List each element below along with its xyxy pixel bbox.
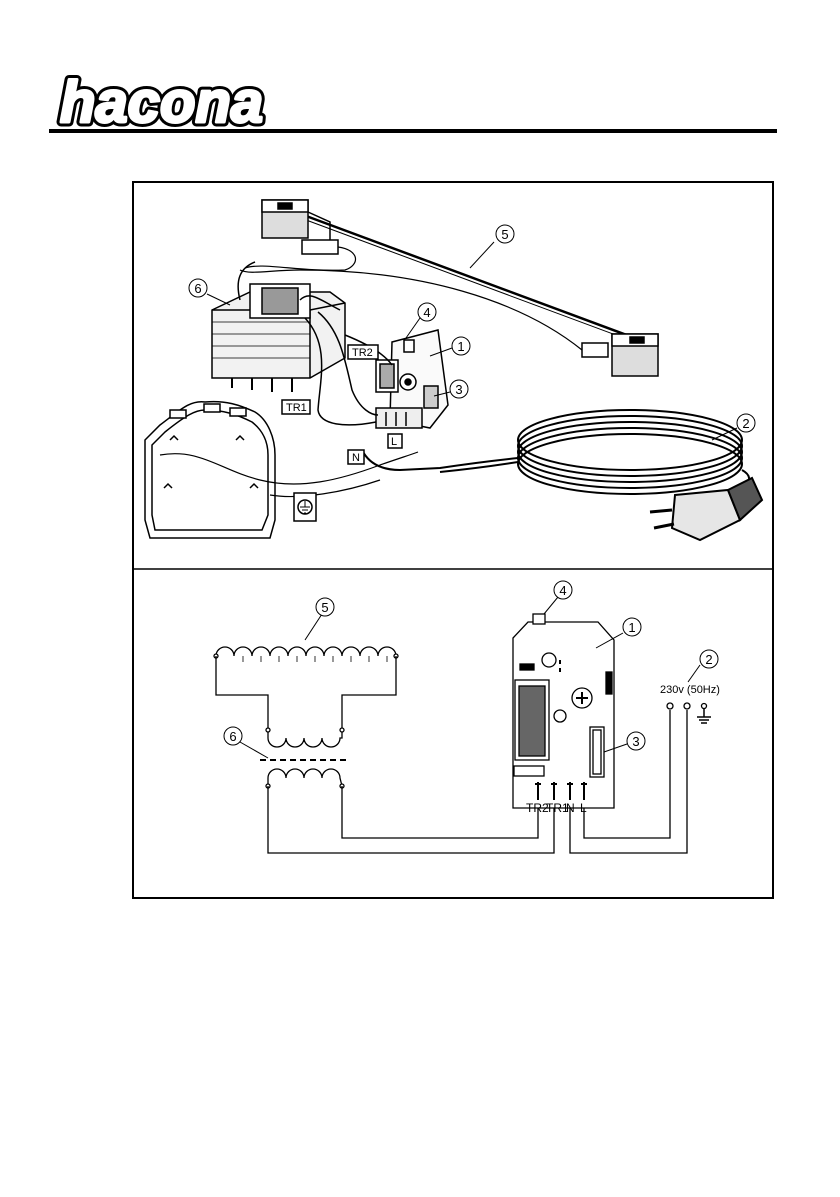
wire-tag-n: N — [348, 450, 364, 464]
supply-terminal-l — [667, 703, 673, 709]
wire-tag-l: L — [388, 434, 402, 448]
wire-tag-tr2: TR2 — [348, 345, 378, 359]
callout-4-top: 4 — [423, 305, 430, 320]
callout-2-bottom: 2 — [705, 652, 712, 667]
svg-text:L: L — [391, 436, 397, 448]
callout-3-bottom: 3 — [632, 734, 639, 749]
supply-terminal-n — [684, 703, 690, 709]
bottom-callouts: 5 6 4 1 3 2 — [224, 581, 718, 758]
brand-logo: hacona hacona — [60, 70, 263, 135]
earth-symbol — [697, 704, 711, 724]
terminal-label-n: N — [566, 801, 575, 815]
terminal-label-l: L — [580, 801, 587, 815]
wire-tag-tr1: TR1 — [282, 400, 310, 414]
callout-5-bottom: 5 — [321, 600, 328, 615]
callout-6-top: 6 — [194, 281, 201, 296]
callout-3-top: 3 — [455, 382, 462, 397]
wire-tr1 — [268, 786, 554, 853]
svg-text:N: N — [352, 452, 360, 464]
callout-1-top: 1 — [457, 339, 464, 354]
mains-cable — [362, 410, 762, 540]
transformer-symbol — [260, 728, 350, 788]
schematic-labels: TR2 TR1 N L 230v (50Hz) — [526, 684, 720, 815]
callout-4-bottom: 4 — [559, 583, 566, 598]
callout-1-bottom: 1 — [628, 620, 635, 635]
heating-coil-symbol — [214, 647, 398, 730]
wire-connector-right — [582, 343, 608, 357]
circuit-board — [376, 330, 448, 428]
svg-text:TR1: TR1 — [286, 402, 307, 414]
wire-tr2 — [342, 786, 538, 838]
earth-badge — [294, 493, 316, 521]
pcb-outline — [513, 614, 614, 808]
figure-frame — [133, 182, 773, 898]
callout-6-bottom: 6 — [229, 729, 236, 744]
callout-5-top: 5 — [501, 227, 508, 242]
pcb-terminal-pins — [535, 782, 587, 800]
brand-logo-inner: hacona — [60, 70, 263, 135]
wire-clamp-right — [612, 334, 658, 376]
supply-voltage-label: 230v (50Hz) — [660, 684, 720, 696]
header-rule — [49, 129, 777, 133]
pictorial-illustration: TR2 TR1 N L — [145, 200, 762, 540]
transformer — [212, 262, 345, 392]
wire-connector-left — [302, 240, 338, 254]
callout-2-top: 2 — [742, 416, 749, 431]
svg-text:TR2: TR2 — [352, 347, 373, 359]
